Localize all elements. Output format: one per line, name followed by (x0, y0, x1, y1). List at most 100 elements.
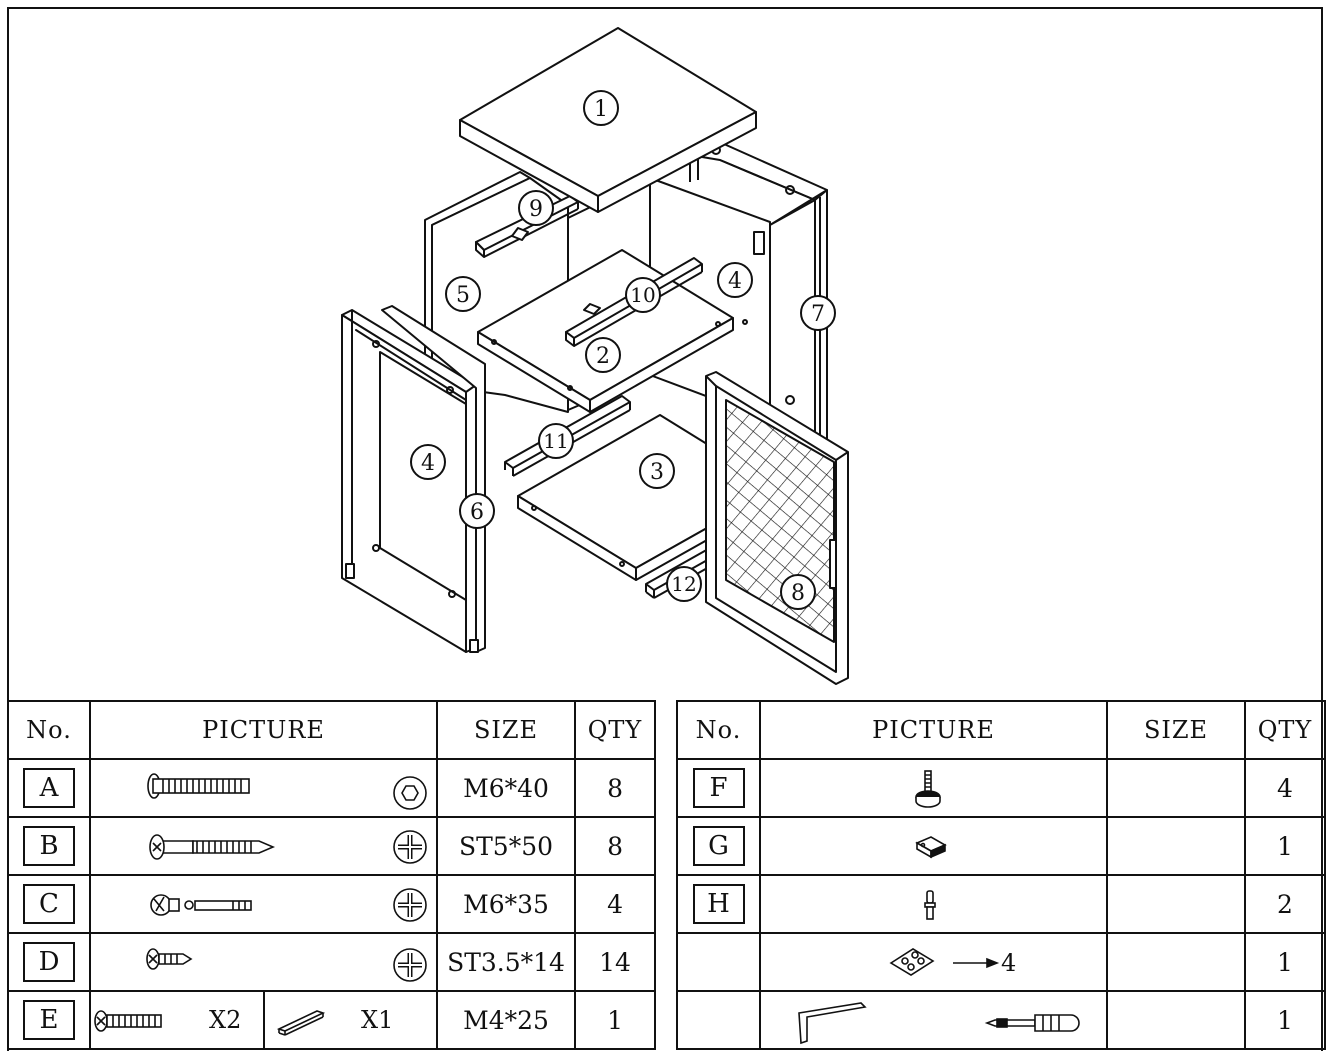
part-code: B (23, 826, 75, 866)
callout-7: 7 (800, 295, 836, 331)
cam-lock-icon (150, 888, 427, 922)
part-size: M6*40 (436, 758, 577, 818)
part-qty: 1 (574, 990, 657, 1050)
header-size: SIZE (436, 700, 577, 760)
part-code: E (23, 1000, 75, 1040)
screw-icon (94, 1010, 162, 1032)
part-picture (759, 758, 1108, 818)
part-picture-bracket: X1 (262, 990, 439, 1050)
table-row: 4 1 (676, 932, 1326, 992)
callout-label: 8 (791, 581, 805, 606)
callout-4-front: 4 (410, 444, 446, 480)
table-row: A M6*40 8 (7, 758, 657, 818)
callout-label: 12 (671, 572, 696, 596)
part-code: A (23, 768, 75, 808)
hardware-table-left: No. PICTURE SIZE QTY A M6*40 8 B (7, 700, 657, 1050)
short-screw-icon (146, 948, 427, 982)
callout-6: 6 (459, 493, 495, 529)
part-picture: 4 (759, 932, 1108, 992)
callout-10: 10 (625, 277, 661, 313)
part-code: C (23, 884, 75, 924)
part-size (1106, 932, 1246, 992)
part-size (1106, 816, 1246, 876)
table-row: H 2 (676, 874, 1326, 934)
middle-shelf-2 (477, 249, 748, 413)
hex-bolt-icon (147, 773, 427, 810)
part-qty: 4 (574, 874, 657, 934)
callout-5: 5 (445, 276, 481, 312)
part-picture (88, 874, 439, 934)
part-qty: 1 (1244, 816, 1326, 876)
header-no: No. (676, 700, 761, 760)
callout-8: 8 (780, 574, 816, 610)
header-qty: QTY (1244, 700, 1326, 760)
callout-11: 11 (538, 423, 574, 459)
part-picture (759, 874, 1108, 934)
table-row: D ST3.5*14 14 (7, 932, 657, 992)
left-side-frame-4 (341, 305, 486, 653)
table-row: 1 (676, 990, 1326, 1050)
callout-label: 7 (811, 302, 825, 327)
table-row: E X2 X1 (7, 990, 657, 1050)
page-frame (7, 7, 1323, 1051)
header-picture: PICTURE (759, 700, 1108, 760)
part-size: M4*25 (436, 990, 577, 1050)
wood-screw-icon (149, 830, 427, 864)
part-picture (759, 816, 1108, 876)
exploded-assembly-diagram: 1 9 5 10 4 7 2 4 11 3 6 12 (341, 27, 849, 685)
part-size (1106, 758, 1246, 818)
part-qty: 1 (1244, 932, 1326, 992)
table-row: C M6*35 4 (7, 874, 657, 934)
callout-label: 3 (650, 460, 664, 485)
part-picture (88, 758, 439, 818)
callout-label: 4 (421, 451, 435, 476)
callout-label: 1 (594, 97, 608, 122)
callout-label: 11 (543, 429, 568, 453)
part-qty: 1 (1244, 990, 1326, 1050)
hardware-table-right: No. PICTURE SIZE QTY F 4 G (676, 700, 1326, 1050)
callout-label: 2 (596, 344, 610, 369)
part-picture (88, 816, 439, 876)
bracket-bar-icon (276, 1010, 326, 1036)
header-picture: PICTURE (88, 700, 439, 760)
pad-count: 4 (1001, 949, 1016, 977)
table-row: B ST5*50 8 (7, 816, 657, 876)
part-code: H (692, 884, 745, 924)
callout-label: 4 (728, 269, 742, 294)
part-size: ST3.5*14 (436, 932, 577, 992)
header-qty: QTY (574, 700, 657, 760)
arrow-icon (953, 957, 1000, 969)
magnetic-catch-icon (915, 836, 947, 859)
mesh-door-8 (705, 371, 849, 685)
callout-label: 9 (529, 197, 543, 222)
callout-3: 3 (639, 453, 675, 489)
part-qty: 4 (1244, 758, 1326, 818)
part-qty: 8 (574, 758, 657, 818)
part-picture (88, 932, 439, 992)
part-code: D (23, 942, 75, 982)
callout-label: 10 (630, 283, 655, 307)
header-no: No. (7, 700, 91, 760)
felt-pads-icon (889, 948, 935, 976)
part-qty: 2 (1244, 874, 1326, 934)
callout-12: 12 (666, 566, 702, 602)
part-size (1106, 874, 1246, 934)
table-row: F 4 (676, 758, 1326, 818)
callout-label: 5 (456, 283, 470, 308)
allen-key-icon (798, 1002, 867, 1045)
callout-label: 6 (470, 500, 484, 525)
screwdriver-icon (984, 1014, 1080, 1032)
part-size: ST5*50 (436, 816, 577, 876)
part-qty: 8 (574, 816, 657, 876)
callout-4-back: 4 (717, 262, 753, 298)
part-size: M6*35 (436, 874, 577, 934)
table-header-row: No. PICTURE SIZE QTY (676, 700, 1326, 760)
table-header-row: No. PICTURE SIZE QTY (7, 700, 657, 760)
part-code: F (692, 768, 745, 808)
leveling-foot-icon (915, 770, 941, 808)
header-size: SIZE (1106, 700, 1246, 760)
shelf-pin-icon (924, 890, 936, 920)
callout-2: 2 (585, 337, 621, 373)
part-size (1106, 990, 1246, 1050)
table-row: G 1 (676, 816, 1326, 876)
